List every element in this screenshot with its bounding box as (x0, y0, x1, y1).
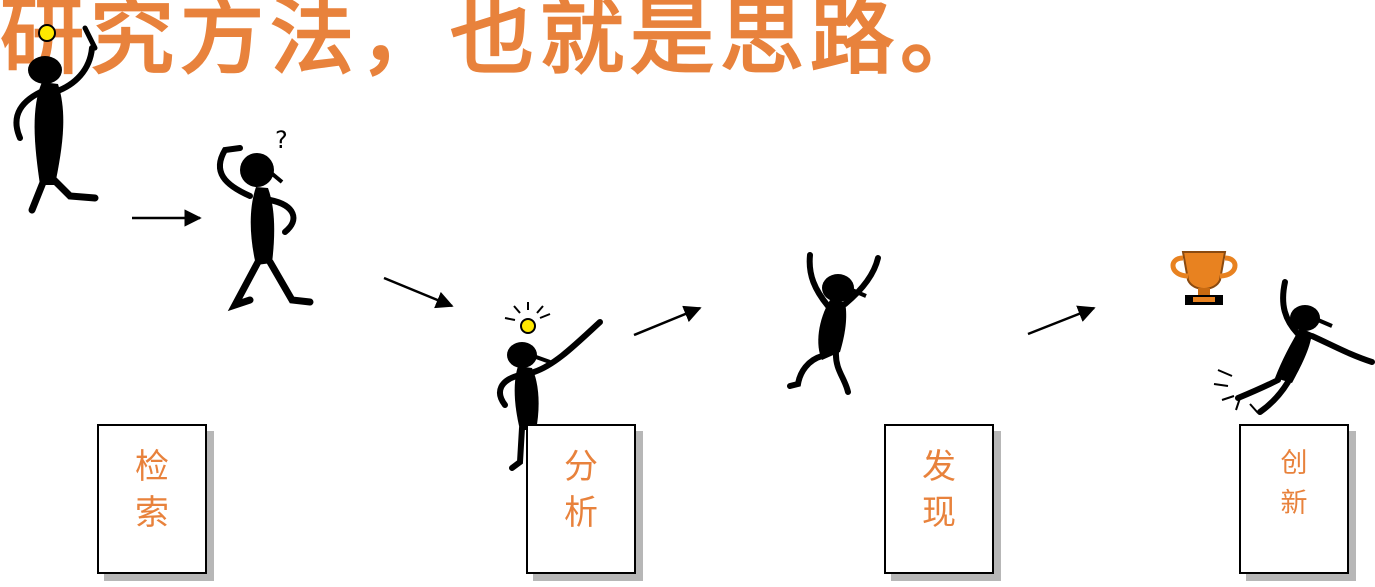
trophy-icon (1170, 251, 1238, 305)
step-box-discover: 发 现 (884, 424, 994, 574)
step-box-char: 创 (1280, 448, 1308, 479)
jumping-person-icon (787, 252, 881, 395)
step-box-char: 发 (922, 447, 956, 487)
step-box-char: 索 (135, 493, 169, 533)
step-box-char: 析 (564, 493, 598, 533)
step-box-char: 现 (922, 493, 956, 533)
arrow-2 (383, 276, 454, 309)
step-box-analyze: 分 析 (526, 424, 636, 574)
slide-title: 研究方法，也就是思路。 (0, 0, 991, 86)
idea-person-icon (497, 302, 603, 471)
svg-text:?: ? (275, 126, 288, 154)
step-box-innovate: 创 新 (1239, 424, 1349, 574)
step-box-char: 分 (564, 447, 598, 487)
step-box-retrieve: 检 索 (97, 424, 207, 574)
step-box-char: 新 (1280, 488, 1308, 519)
question-mark-person-icon: ? (217, 126, 314, 312)
flow-arrows (132, 209, 1096, 337)
step-box-char: 检 (135, 447, 169, 487)
thinking-person-with-lightbulb-icon (13, 24, 99, 214)
celebrating-person-icon (1213, 279, 1375, 415)
arrow-3 (633, 305, 702, 337)
arrow-4 (1027, 305, 1096, 336)
